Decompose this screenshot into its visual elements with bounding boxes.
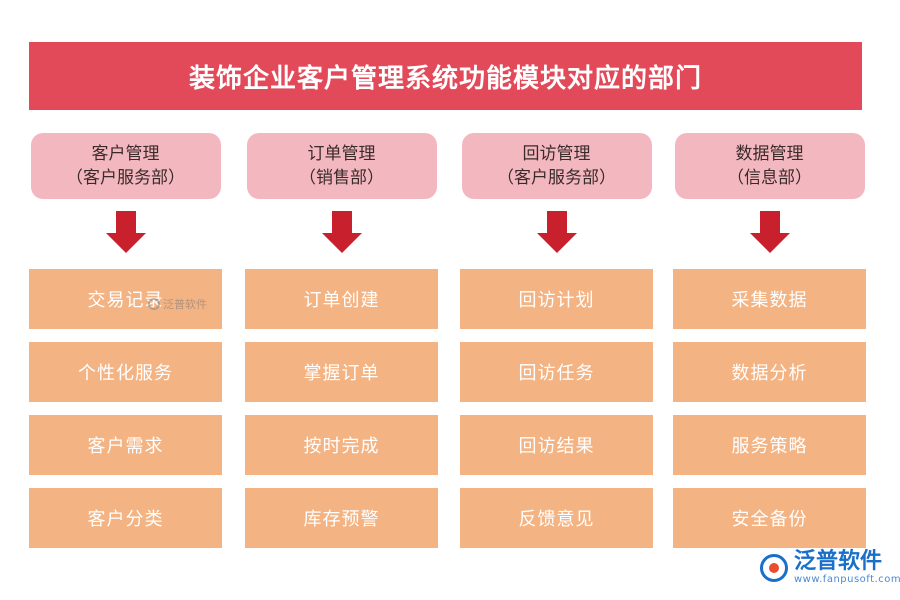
down-arrow-icon xyxy=(321,211,362,263)
down-arrow-icon xyxy=(536,211,577,263)
module-dept: （客户服务部） xyxy=(66,168,185,188)
module-header: 客户管理 （客户服务部） xyxy=(30,133,221,199)
function-item: 回访计划 xyxy=(460,269,653,329)
function-item: 个性化服务 xyxy=(29,342,222,402)
module-dept: （销售部） xyxy=(299,168,384,188)
module-dept: （信息部） xyxy=(727,168,812,188)
brand-url: www.fanpusoft.com xyxy=(794,574,900,585)
function-item: 掌握订单 xyxy=(245,342,438,402)
function-item: 库存预警 xyxy=(245,488,438,548)
brand-logo: 泛普软件 www.fanpusoft.com xyxy=(760,550,900,585)
column-visit: 回访管理 （客户服务部） 回访计划 回访任务 回访结果 反馈意见 xyxy=(460,133,653,561)
down-arrow-icon xyxy=(105,211,146,263)
column-customer: 客户管理 （客户服务部） 交易记录 个性化服务 客户需求 客户分类 xyxy=(29,133,222,561)
module-name: 客户管理 xyxy=(91,144,160,164)
function-item: 客户需求 xyxy=(29,415,222,475)
brand-name: 泛普软件 xyxy=(794,549,883,574)
watermark: 泛普软件 xyxy=(148,296,207,312)
function-item: 按时完成 xyxy=(245,415,438,475)
function-item: 服务策略 xyxy=(673,415,866,475)
watermark-text: 泛普软件 xyxy=(163,298,207,311)
diagram-title: 装饰企业客户管理系统功能模块对应的部门 xyxy=(29,42,862,110)
module-header: 数据管理 （信息部） xyxy=(674,133,865,199)
module-name: 订单管理 xyxy=(307,144,376,164)
function-item: 反馈意见 xyxy=(460,488,653,548)
function-item: 回访结果 xyxy=(460,415,653,475)
function-item: 客户分类 xyxy=(29,488,222,548)
module-header: 回访管理 （客户服务部） xyxy=(461,133,652,199)
watermark-logo-icon xyxy=(148,298,160,310)
module-dept: （客户服务部） xyxy=(497,168,616,188)
down-arrow-icon xyxy=(749,211,790,263)
module-name: 数据管理 xyxy=(735,144,804,164)
column-order: 订单管理 （销售部） 订单创建 掌握订单 按时完成 库存预警 xyxy=(245,133,438,561)
function-item: 采集数据 xyxy=(673,269,866,329)
module-name: 回访管理 xyxy=(522,144,591,164)
function-item: 订单创建 xyxy=(245,269,438,329)
function-item: 交易记录 xyxy=(29,269,222,329)
function-item: 数据分析 xyxy=(673,342,866,402)
brand-logo-icon xyxy=(760,553,788,582)
function-item: 安全备份 xyxy=(673,488,866,548)
module-header: 订单管理 （销售部） xyxy=(246,133,437,199)
function-item: 回访任务 xyxy=(460,342,653,402)
column-data: 数据管理 （信息部） 采集数据 数据分析 服务策略 安全备份 xyxy=(673,133,866,561)
